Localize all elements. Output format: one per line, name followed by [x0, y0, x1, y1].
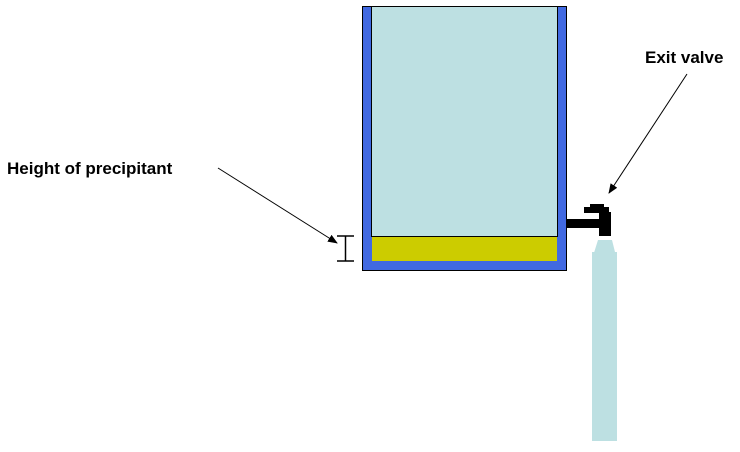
precipitant-layer: [372, 237, 557, 261]
height-leader-arrow: [217, 167, 338, 244]
valve-leader-arrow: [608, 73, 688, 194]
tank-liquid: [371, 6, 558, 237]
outflow-stream: [592, 240, 617, 441]
height-bracket: [337, 235, 354, 262]
exit-valve: [567, 204, 611, 236]
height-of-precipitant-label: Height of precipitant: [7, 159, 173, 178]
exit-valve-label: Exit valve: [645, 48, 724, 67]
